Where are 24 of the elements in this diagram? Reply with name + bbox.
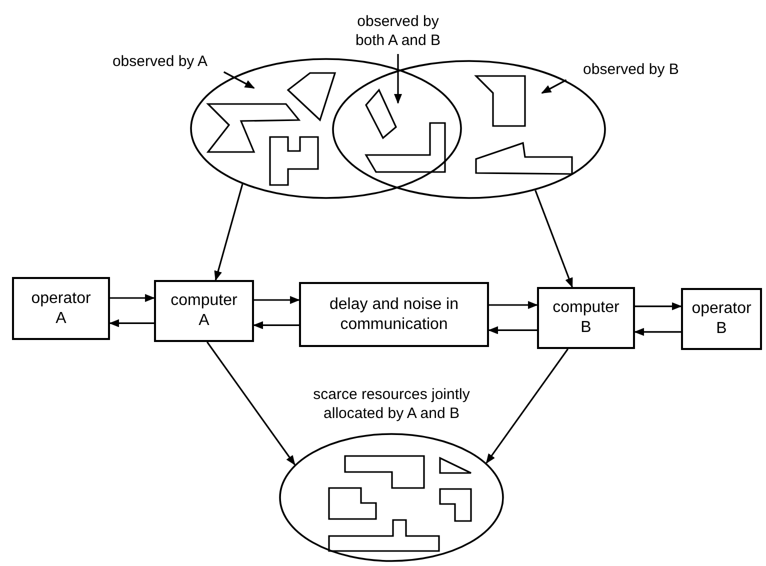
arrow [109, 319, 154, 328]
region-label: observed by A [112, 52, 208, 72]
leader-arrow [223, 71, 255, 89]
arrow [634, 328, 681, 336]
arrow [254, 296, 300, 304]
arrow [489, 301, 538, 309]
arrow [488, 326, 537, 334]
arrow [206, 342, 296, 466]
computer-box: computer B [537, 287, 635, 349]
arrow [253, 321, 299, 330]
arrow [110, 294, 155, 302]
leader-arrow [394, 54, 402, 104]
region-label: observed by B [583, 60, 679, 80]
arrow [214, 184, 244, 281]
operator-box: operator A [12, 277, 110, 340]
leader-arrow [541, 79, 567, 94]
arrow [534, 190, 573, 288]
arrow [635, 302, 682, 310]
computer-box: computer A [154, 280, 254, 342]
channel-box: delay and noise in communication [299, 282, 489, 347]
region-label: observed by both A and B [354, 13, 442, 51]
region-label: scarce resources jointly allocated by A and B [312, 386, 471, 424]
arrow [486, 348, 568, 464]
operator-box: operator B [681, 288, 762, 350]
